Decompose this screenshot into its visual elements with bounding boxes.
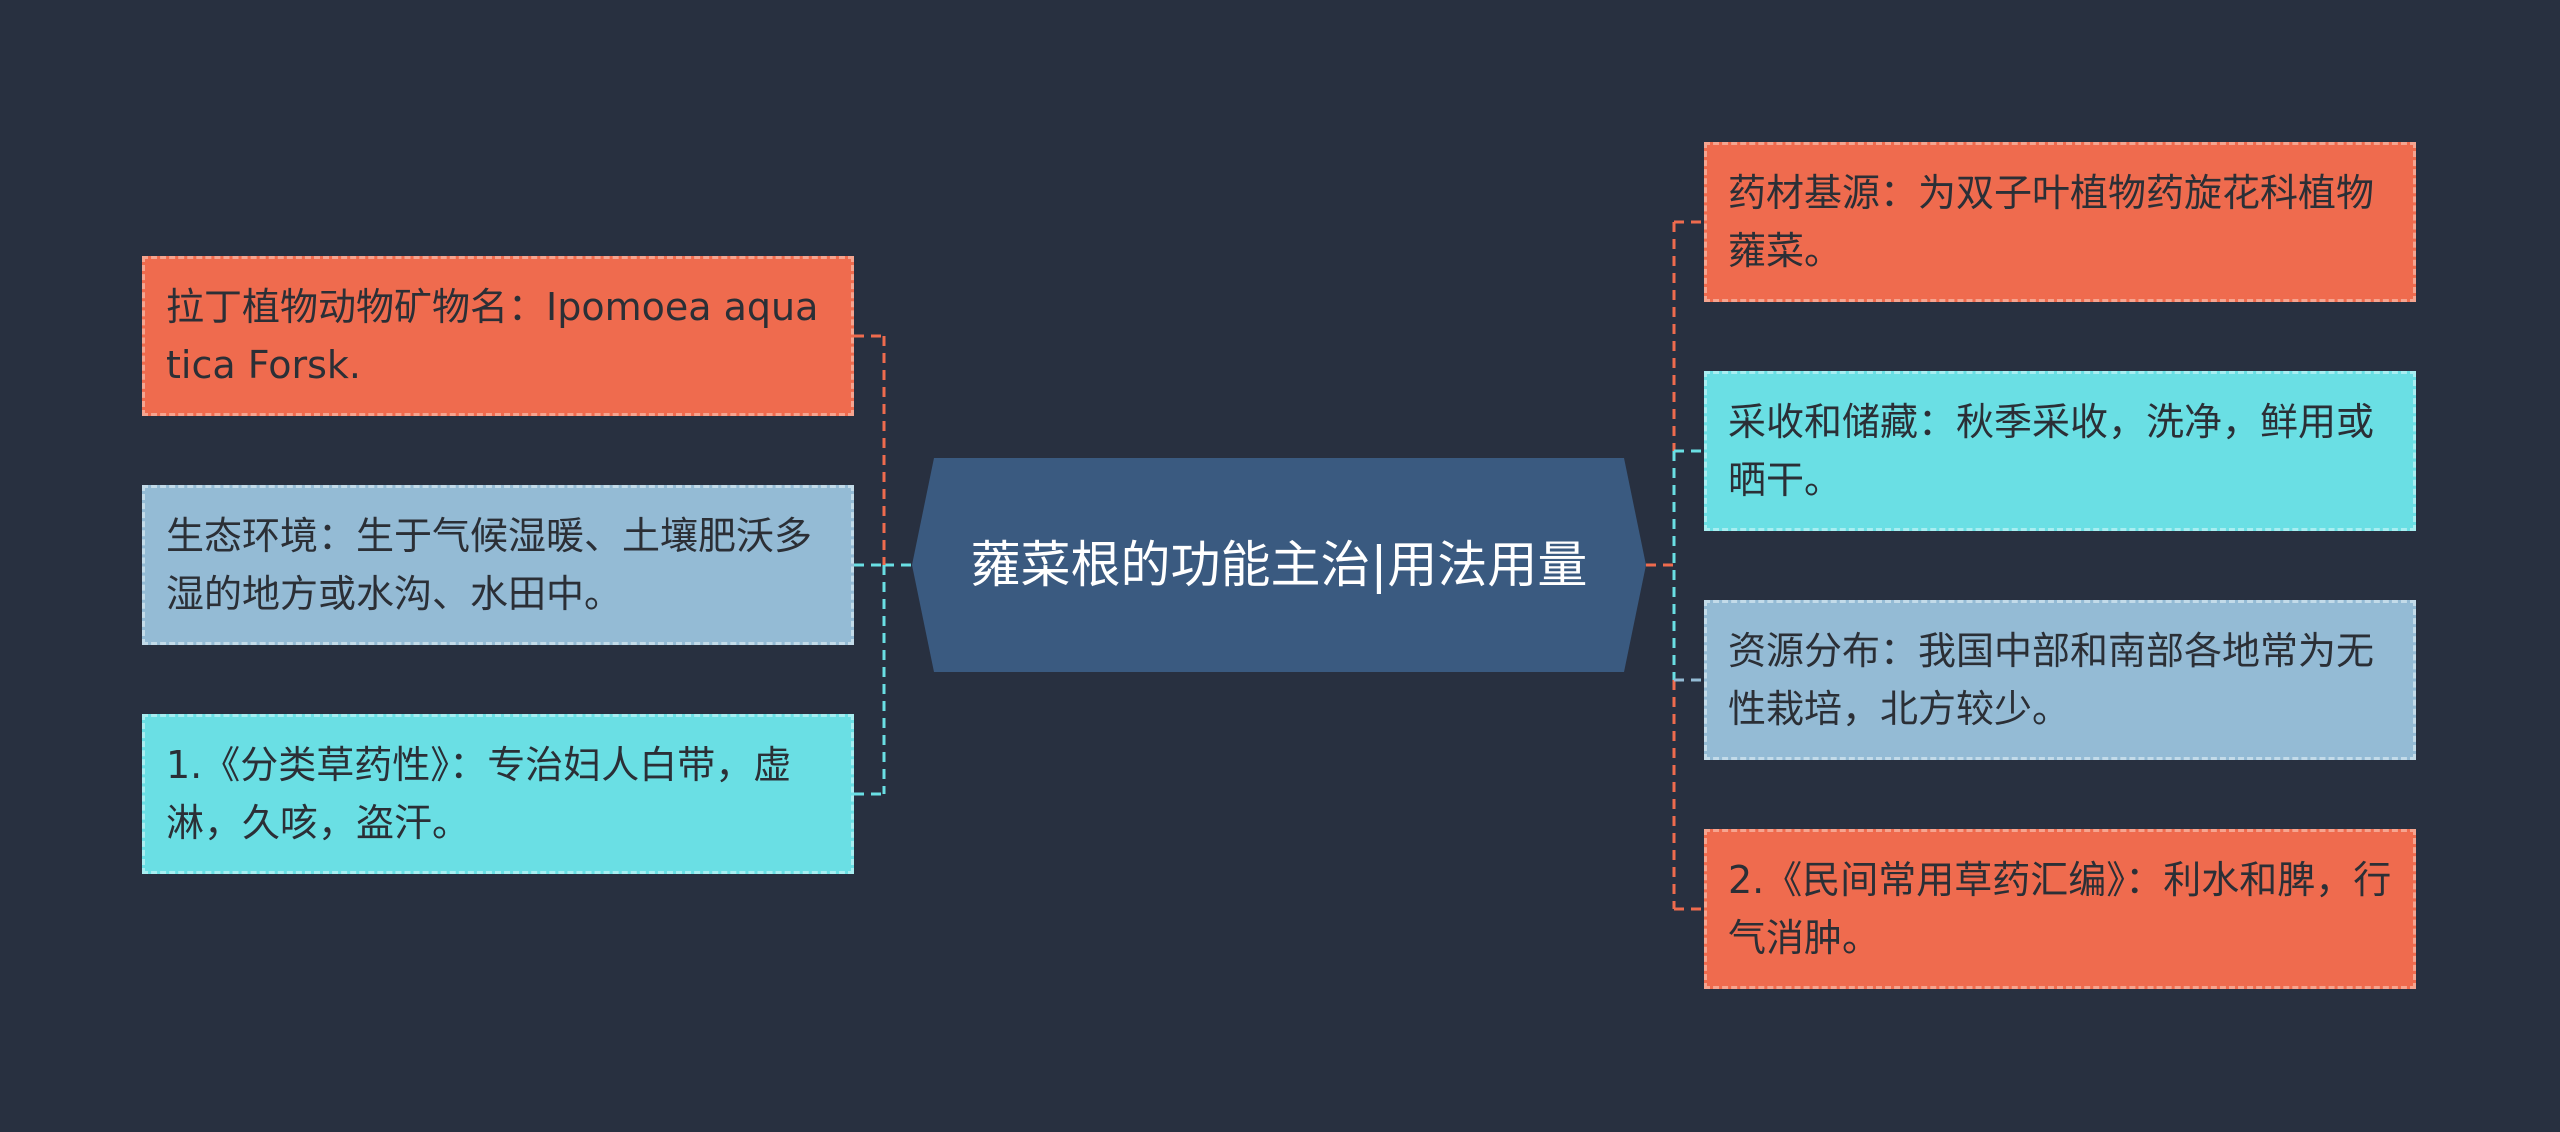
right-node-folk-herbal[interactable]: 2.《民间常用草药汇编》：利水和脾，行气消肿。 [1704,829,2416,989]
left-node-classification-herbal[interactable]: 1.《分类草药性》：专治妇人白带，虚淋，久咳，盗汗。 [142,714,854,874]
right-node-source[interactable]: 药材基源：为双子叶植物药旋花科植物蕹菜。 [1704,142,2416,302]
right-node-harvest-storage[interactable]: 采收和储藏：秋季采收，洗净，鲜用或晒干。 [1704,371,2416,531]
center-node-shape[interactable] [912,458,1646,672]
left-node-habitat[interactable]: 生态环境：生于气候湿暖、土壤肥沃多湿的地方或水沟、水田中。 [142,485,854,645]
left-node-latin-name[interactable]: 拉丁植物动物矿物名：Ipomoea aquatica Forsk. [142,256,854,416]
right-node-distribution[interactable]: 资源分布：我国中部和南部各地常为无性栽培，北方较少。 [1704,600,2416,760]
center-node-title[interactable]: 蕹菜根的功能主治|用法用量 [970,536,1588,594]
